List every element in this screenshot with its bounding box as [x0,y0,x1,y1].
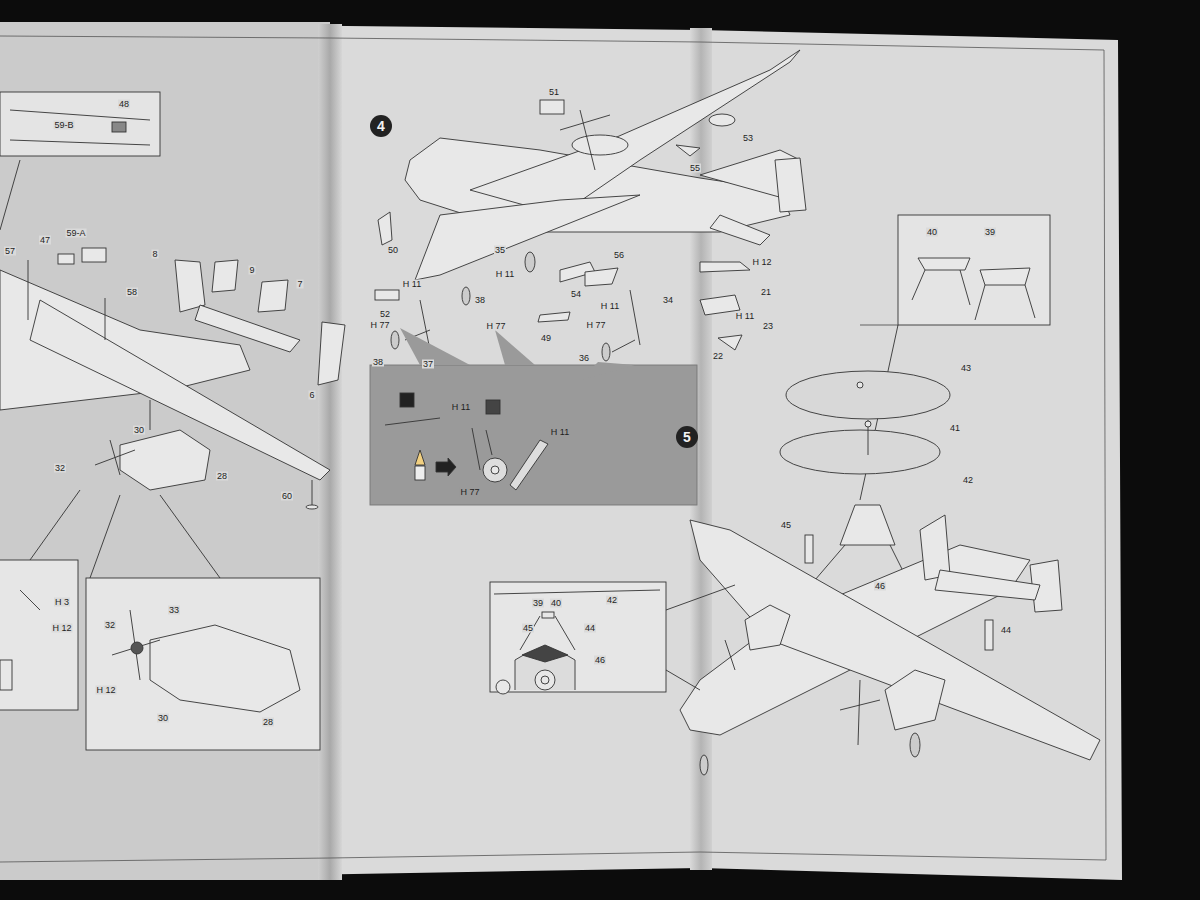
callout-number: 30 [157,714,169,723]
callout-number: 22 [712,352,724,361]
paint-code: H 12 [751,258,772,267]
callout-number: 39 [532,599,544,608]
callout-number: 44 [1000,626,1012,635]
callout-number: 52 [379,310,391,319]
callout-number: 32 [54,464,66,473]
callout-number: 28 [262,718,274,727]
callout-number: 48 [118,100,130,109]
callout-number: 41 [949,424,961,433]
step-number: 5 [676,426,698,448]
step-number: 4 [370,115,392,137]
callout-number: 32 [104,621,116,630]
paint-code: H 77 [485,322,506,331]
callout-number: 38 [474,296,486,305]
paint-code: H 77 [459,488,480,497]
callout-number: 9 [248,266,255,275]
step-label: 5 [683,429,691,445]
callout-number: 50 [387,246,399,255]
callout-number: 51 [548,88,560,97]
paint-code: H 11 [402,280,422,289]
callout-number: 55 [689,164,701,173]
callout-number: 59-B [53,121,74,130]
callout-number: 47 [39,236,51,245]
callout-number: 40 [550,599,562,608]
callout-number: 23 [762,322,774,331]
callout-number: 40 [926,228,938,237]
callout-number: 46 [594,656,606,665]
paint-code: H 3 [54,598,70,607]
paint-code: H 11 [495,270,515,279]
callout-number: 38 [372,358,384,367]
paint-code: H 77 [585,321,606,330]
callout-number: 36 [578,354,590,363]
callout-number: 21 [760,288,772,297]
callout-number: 42 [962,476,974,485]
callout-number: 43 [960,364,972,373]
callout-number: 39 [984,228,996,237]
callout-number: 30 [133,426,145,435]
callout-number: 60 [281,492,293,501]
callout-number: 54 [570,290,582,299]
callout-number: 49 [540,334,552,343]
callout-number: 35 [494,246,506,255]
callout-number: 7 [296,280,303,289]
callout-number: 45 [522,624,534,633]
paint-code: H 11 [550,428,570,437]
paint-code: H 11 [451,403,471,412]
callout-number: 57 [4,247,16,256]
callout-number: 37 [422,360,434,369]
callout-number: 28 [216,472,228,481]
callout-number: 42 [606,596,618,605]
callout-number: 6 [308,391,315,400]
paint-code: H 77 [369,321,390,330]
callout-number: 53 [742,134,754,143]
callout-number: 59-A [65,229,86,238]
callout-number: 56 [613,251,625,260]
callout-number: 45 [780,521,792,530]
callout-number: 8 [151,250,158,259]
paint-code: H 11 [735,312,755,321]
callout-number: 58 [126,288,138,297]
paint-code: H 12 [95,686,116,695]
callout-number: 33 [168,606,180,615]
paint-code: H 11 [600,302,620,311]
paint-code: H 12 [51,624,72,633]
callout-number: 44 [584,624,596,633]
callout-number: 34 [662,296,674,305]
callout-number: 46 [874,582,886,591]
step-label: 4 [377,118,385,134]
